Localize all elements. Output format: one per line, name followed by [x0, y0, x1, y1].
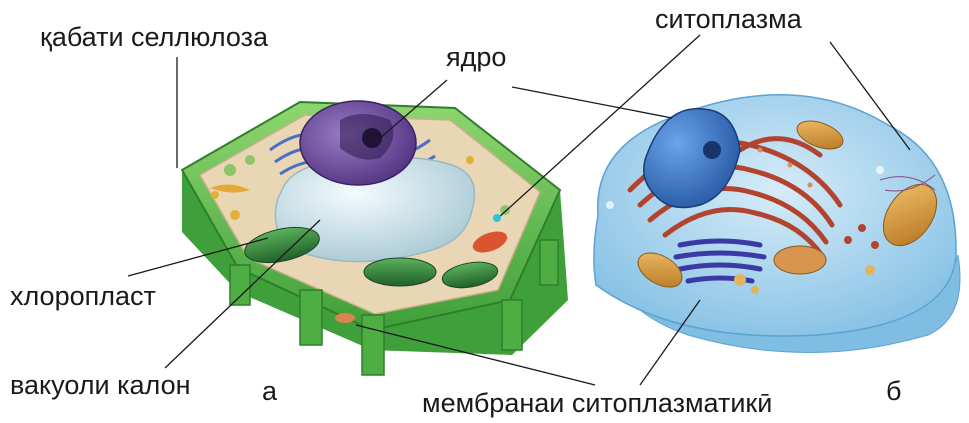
plant-cell: [182, 101, 568, 375]
label-nucleus: ядро: [446, 44, 506, 71]
label-cytoplasm: ситоплазма: [655, 6, 802, 33]
cytoplasm-marker-dot: [493, 214, 501, 222]
plant-small-vesicle: [335, 313, 355, 323]
label-cell-wall: қабати селлюлоза: [40, 24, 268, 51]
label-vacuole: вакуоли калон: [10, 372, 191, 399]
label-membrane: мембранаи ситоплазматикӣ: [422, 390, 772, 417]
leader-nucleus-animal: [512, 87, 672, 118]
label-letter-b: б: [886, 378, 901, 405]
label-chloroplast: хлоропласт: [10, 283, 156, 310]
label-letter-a: а: [262, 378, 277, 405]
plant-nucleus: [300, 101, 416, 185]
animal-cell: [594, 95, 960, 353]
